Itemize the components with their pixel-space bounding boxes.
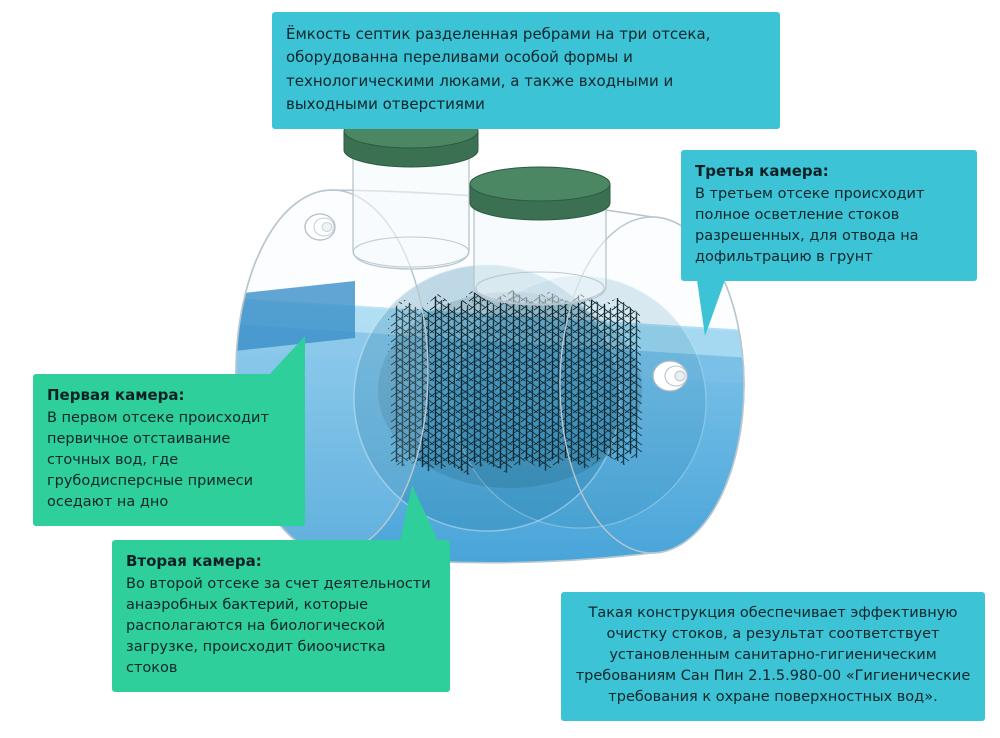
manhole-right bbox=[469, 166, 611, 306]
callout-first-chamber: Первая камера: В первом отсеке происходи… bbox=[33, 336, 305, 526]
callout-third-chamber-text: В третьем отсеке происходит полное освет… bbox=[695, 185, 925, 265]
callout-third-chamber-title: Третья камера: bbox=[695, 162, 829, 180]
bio-filter-brushes bbox=[388, 289, 643, 475]
callout-third-chamber-pointer bbox=[697, 279, 725, 336]
manhole-right-lid bbox=[469, 166, 611, 221]
manhole-left bbox=[343, 113, 479, 270]
callout-second-chamber-pointer bbox=[400, 485, 438, 541]
callout-tank-overview-text: Ёмкость септик разделенная ребрами на тр… bbox=[286, 25, 711, 113]
outlet-pipe bbox=[652, 360, 688, 392]
callout-conclusion: Такая конструкция обеспечивает эффективн… bbox=[561, 592, 985, 722]
inlet-pipe bbox=[304, 213, 336, 241]
callout-third-chamber: Третья камера: В третьем отсеке происход… bbox=[681, 150, 977, 336]
callout-first-chamber-title: Первая камера: bbox=[47, 386, 185, 404]
callout-second-chamber-text: Во второй отсеке за счет деятельности ан… bbox=[126, 575, 431, 676]
callout-second-chamber: Вторая камера: Во второй отсеке за счет … bbox=[112, 485, 450, 692]
callout-conclusion-text: Такая конструкция обеспечивает эффективн… bbox=[575, 605, 971, 706]
callout-tank-overview: Ёмкость септик разделенная ребрами на тр… bbox=[272, 12, 780, 129]
callout-second-chamber-title: Вторая камера: bbox=[126, 552, 262, 570]
callout-first-chamber-text: В первом отсеке происходит первичное отс… bbox=[47, 409, 269, 510]
callout-first-chamber-pointer bbox=[269, 336, 305, 375]
